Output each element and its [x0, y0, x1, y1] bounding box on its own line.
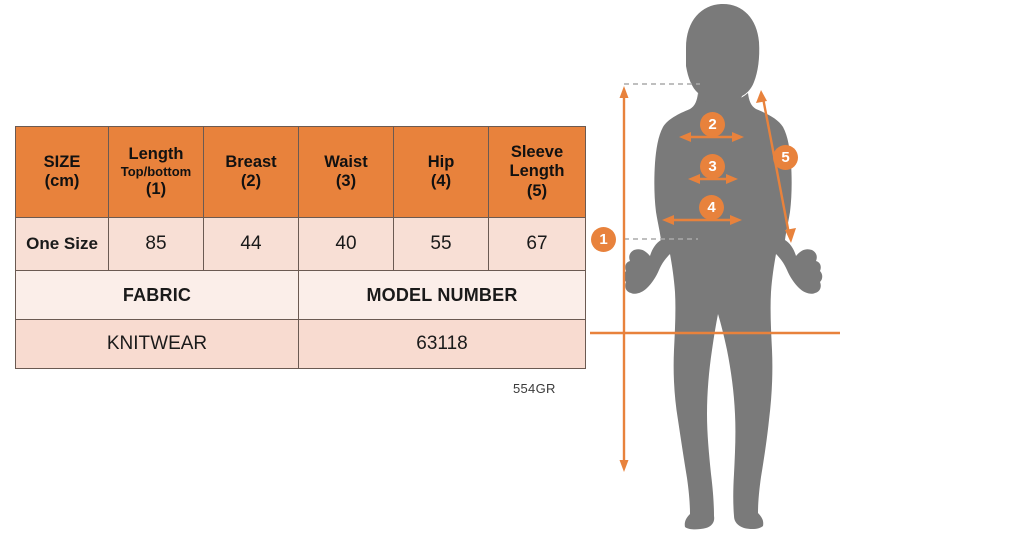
table-header: SIZE (cm) Length Top/bottom (1) Breast (… — [15, 126, 586, 218]
column-header-length-index: (1) — [145, 179, 167, 198]
column-header-length: Length Top/bottom (1) — [108, 126, 204, 218]
measurement-marker-1: 1 — [591, 227, 616, 252]
column-header-breast: Breast (2) — [203, 126, 299, 218]
column-header-size-line2: (cm) — [44, 172, 80, 190]
measurement-figure-panel: 1 2 3 4 5 — [590, 0, 840, 544]
arrowhead-2-left — [679, 132, 691, 142]
column-header-waist: Waist (3) — [298, 126, 394, 218]
column-header-sleeve-line1: Sleeve — [510, 142, 564, 161]
column-header-length-sub: Top/bottom — [120, 164, 192, 180]
cell-size-label: One Size — [15, 217, 109, 271]
arrowhead-4-left — [662, 215, 674, 225]
product-code-label: 554GR — [513, 381, 556, 396]
table-body: One Size 85 44 40 55 67 FABRIC MODEL NUM… — [15, 217, 586, 369]
column-header-sleeve-index: (5) — [526, 181, 548, 200]
column-header-hip-index: (4) — [430, 172, 452, 190]
column-header-sleeve-line2: Length — [509, 162, 565, 181]
measurement-marker-5: 5 — [773, 145, 798, 170]
table-row: One Size 85 44 40 55 67 — [15, 217, 586, 271]
arrowhead-5-top — [756, 90, 767, 103]
cell-breast: 44 — [203, 217, 299, 271]
measurement-marker-2: 2 — [700, 112, 725, 137]
table-section-header-row: FABRIC MODEL NUMBER — [15, 270, 586, 320]
cell-sleeve: 67 — [488, 217, 586, 271]
size-chart-table-container: SIZE (cm) Length Top/bottom (1) Breast (… — [15, 126, 586, 369]
cell-model-number-value: 63118 — [298, 319, 586, 369]
measurement-marker-4: 4 — [699, 195, 724, 220]
column-header-breast-line1: Breast — [225, 152, 277, 171]
column-header-hip: Hip (4) — [393, 126, 489, 218]
section-header-model-number: MODEL NUMBER — [298, 270, 586, 320]
arrowhead-4-right — [730, 215, 742, 225]
cell-length: 85 — [108, 217, 204, 271]
female-silhouette-diagram — [590, 3, 840, 530]
cell-waist: 40 — [298, 217, 394, 271]
column-header-size: SIZE (cm) — [15, 126, 109, 218]
measurement-marker-3: 3 — [700, 154, 725, 179]
column-header-hip-line1: Hip — [427, 152, 455, 171]
size-chart-table: SIZE (cm) Length Top/bottom (1) Breast (… — [15, 126, 586, 369]
section-header-fabric: FABRIC — [15, 270, 299, 320]
arrowhead-1-bottom — [619, 460, 629, 472]
silhouette-icon — [623, 3, 823, 530]
cell-fabric-value: KNITWEAR — [15, 319, 299, 369]
column-header-breast-index: (2) — [240, 172, 262, 190]
column-header-sleeve-length: Sleeve Length (5) — [488, 126, 586, 218]
table-section-values-row: KNITWEAR 63118 — [15, 319, 586, 369]
cell-hip: 55 — [393, 217, 489, 271]
arrowhead-2-right — [732, 132, 744, 142]
arrowhead-5-bottom — [785, 228, 796, 243]
column-header-waist-line1: Waist — [324, 152, 368, 171]
column-header-length-line1: Length — [128, 144, 184, 163]
table-header-row: SIZE (cm) Length Top/bottom (1) Breast (… — [15, 126, 586, 218]
column-header-waist-index: (3) — [335, 172, 357, 190]
arrowhead-3-right — [726, 174, 738, 184]
arrowhead-1-top — [619, 86, 629, 98]
column-header-size-line1: SIZE — [43, 152, 81, 171]
arrowhead-3-left — [688, 174, 700, 184]
